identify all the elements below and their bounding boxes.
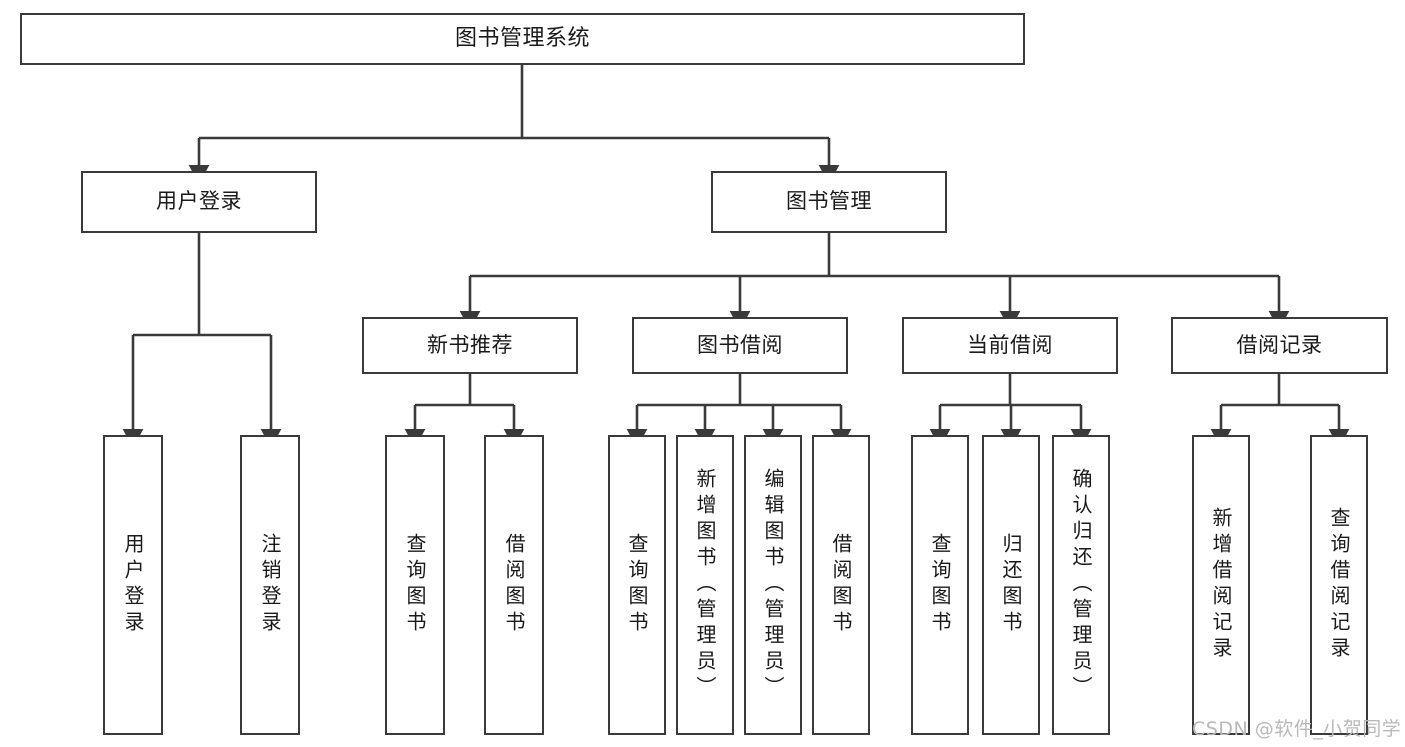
node-leaf-add-borrow-record[interactable]: 新增借阅记录 [1192,435,1250,735]
node-label: 新书推荐 [427,332,513,357]
node-label: 注销登录 [258,533,282,637]
node-label: 查询借阅记录 [1327,507,1351,663]
node-leaf-add-book-admin[interactable]: 新增图书（管理员） [676,435,734,735]
node-leaf-query-book-recommend[interactable]: 查询图书 [385,435,445,735]
node-leaf-user-logout[interactable]: 注销登录 [240,435,300,735]
node-label: 查询图书 [625,533,649,637]
node-leaf-edit-book-admin[interactable]: 编辑图书（管理员） [744,435,802,735]
node-label: 新增借阅记录 [1209,507,1233,663]
node-label: 归还图书 [999,533,1023,637]
node-leaf-query-book[interactable]: 查询图书 [608,435,666,735]
node-current-borrow[interactable]: 当前借阅 [902,317,1118,374]
node-borrow-record[interactable]: 借阅记录 [1171,317,1388,374]
node-leaf-return-book[interactable]: 归还图书 [982,435,1040,735]
node-label: 查询图书 [928,533,952,637]
node-label: 图书管理 [786,189,872,214]
node-leaf-user-login[interactable]: 用户登录 [103,435,163,735]
node-leaf-confirm-return-admin[interactable]: 确认归还（管理员） [1052,435,1110,735]
node-label: 用户登录 [156,189,242,214]
node-leaf-query-book-current[interactable]: 查询图书 [911,435,969,735]
node-leaf-query-borrow-record[interactable]: 查询借阅记录 [1310,435,1368,735]
node-label: 借阅记录 [1236,332,1323,357]
node-leaf-borrow-book-recommend[interactable]: 借阅图书 [484,435,544,735]
connector-lines [122,65,1350,449]
node-new-book-recommend[interactable]: 新书推荐 [362,317,578,374]
node-book-management[interactable]: 图书管理 [711,171,947,233]
node-book-borrow[interactable]: 图书借阅 [632,317,848,374]
node-leaf-borrow-book[interactable]: 借阅图书 [812,435,870,735]
node-label: 借阅图书 [502,533,526,637]
node-label: 用户登录 [121,533,145,637]
node-label: 确认归还（管理员） [1069,468,1093,702]
node-label: 查询图书 [403,533,427,637]
node-label: 图书借阅 [697,332,783,357]
node-label: 当前借阅 [967,332,1053,357]
node-root-system[interactable]: 图书管理系统 [20,13,1025,65]
node-label: 借阅图书 [829,533,853,637]
node-label: 图书管理系统 [454,25,590,51]
node-label: 编辑图书（管理员） [761,468,785,702]
node-label: 新增图书（管理员） [693,468,717,702]
node-user-login[interactable]: 用户登录 [81,171,317,233]
